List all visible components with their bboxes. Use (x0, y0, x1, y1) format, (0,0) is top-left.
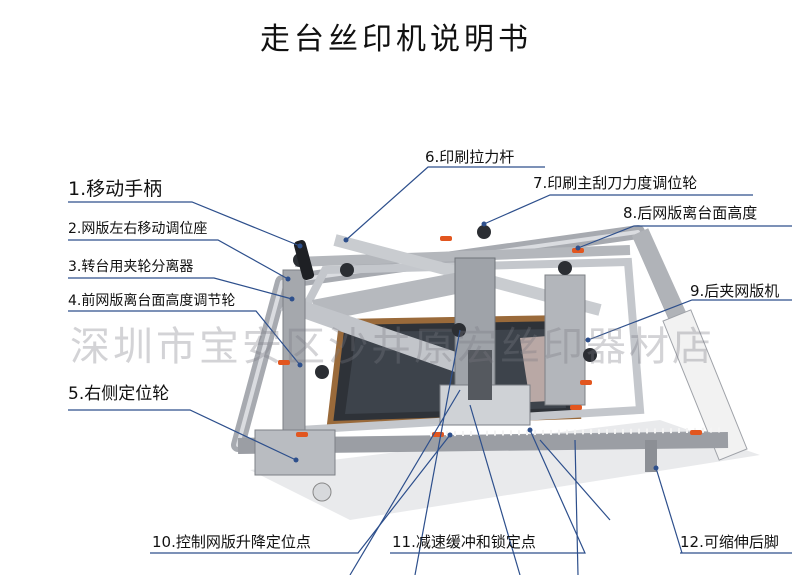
leader-arrows (285, 221, 659, 471)
knob (452, 323, 466, 337)
lever (570, 405, 582, 410)
label-9: 9.后夹网版机 (690, 282, 780, 300)
arrow-dot (285, 276, 291, 282)
lever (278, 360, 290, 365)
knob (340, 263, 354, 277)
leader-9 (587, 299, 792, 341)
lever (690, 430, 702, 435)
leader-extra-d (349, 389, 461, 575)
leader-4 (68, 310, 301, 366)
label-7: 7.印刷主刮刀力度调位轮 (533, 174, 698, 192)
leader-extra-b (469, 404, 521, 575)
orange-levers (278, 236, 702, 437)
leader-2 (68, 239, 289, 280)
diagonal-arm (280, 296, 462, 372)
leader-7 (483, 194, 753, 225)
knob (315, 365, 329, 379)
leader-5 (68, 409, 297, 461)
label-11: 11.减速缓冲和锁定点 (392, 533, 536, 551)
knob (477, 225, 491, 239)
leader-lines (68, 166, 792, 575)
arrow-dot (527, 427, 533, 433)
label-10: 10.控制网版升降定位点 (152, 533, 311, 551)
label-1: 1.移动手柄 (68, 178, 163, 200)
arrow-dot (293, 457, 299, 463)
label-5: 5.右侧定位轮 (68, 384, 170, 404)
arrow-dot (289, 296, 295, 302)
arrow-dot (653, 465, 659, 471)
right-guide-plate (662, 309, 748, 461)
knob (583, 348, 597, 362)
page-title: 走台丝印机说明书 (260, 22, 532, 57)
lever (580, 380, 592, 385)
handle-grip (293, 240, 315, 280)
watermark: 深圳市宝安区沙井原宏丝印器材店 (70, 324, 715, 370)
arrow-dot (447, 432, 453, 438)
label-6: 6.印刷拉力杆 (425, 148, 515, 166)
leader-11 (390, 429, 586, 554)
arrow-dot (343, 237, 349, 243)
lever (296, 432, 308, 437)
leader-8 (577, 225, 792, 249)
arrow-dot (575, 245, 581, 251)
arrow-dot (585, 337, 591, 343)
leader-1 (68, 201, 301, 247)
leader-extra-c (574, 439, 579, 575)
label-4: 4.前网版离台面高度调节轮 (68, 293, 236, 309)
knobs (293, 225, 597, 379)
squeegee-head (468, 350, 492, 400)
leader-3 (68, 277, 293, 300)
leader-extra-a (414, 329, 461, 575)
knob (558, 261, 572, 275)
arrow-dot (297, 362, 303, 368)
arrow-dot (481, 221, 487, 227)
arrow-dot (297, 243, 303, 249)
leader-10 (150, 434, 451, 554)
cross-beam (312, 270, 476, 322)
left-foot-block (254, 429, 336, 476)
leader-6 (345, 166, 545, 241)
rear-leg (645, 440, 657, 472)
label-8: 8.后网版离台面高度 (623, 204, 758, 222)
label-2: 2.网版左右移动调位座 (68, 221, 208, 237)
label-3: 3.转台用夹轮分离器 (68, 259, 194, 275)
leader-12b (655, 467, 683, 554)
left-knob (312, 482, 332, 502)
label-12: 12.可缩伸后脚 (680, 533, 779, 551)
leader-extra-e (539, 439, 611, 521)
lever (440, 236, 452, 241)
